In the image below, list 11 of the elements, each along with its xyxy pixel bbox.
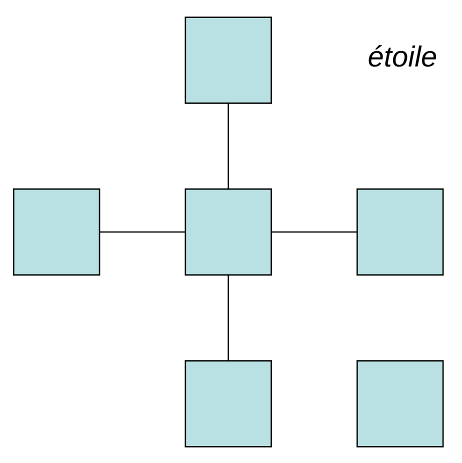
label: étoile [368, 40, 438, 73]
connector [228, 274, 230, 360]
node-box [184, 360, 272, 447]
connector [272, 230, 357, 232]
node-box [12, 188, 100, 276]
node-box [356, 188, 444, 276]
node-box [356, 360, 444, 447]
node-box [184, 188, 272, 276]
node-box [184, 16, 272, 104]
connector [228, 102, 230, 188]
connector [100, 230, 186, 232]
